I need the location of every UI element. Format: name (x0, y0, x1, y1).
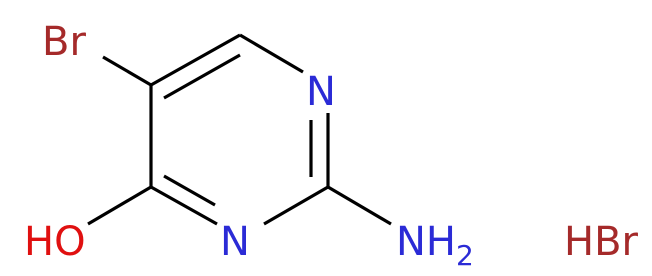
bond-n3-c4-double (163, 174, 216, 207)
hydrobromide-label: HBr (564, 219, 639, 265)
amino-label: NH2 (396, 219, 474, 272)
bond-c4-o (87, 185, 152, 226)
bonds (87, 33, 392, 226)
amino-label-subscript: 2 (456, 239, 474, 272)
bond-c5-c6-double (163, 53, 241, 100)
bond-c6-n1 (239, 33, 304, 74)
amino-label-main: NH (396, 219, 456, 265)
bond-c2-nh2 (327, 185, 392, 226)
nitrogen-label-top: N (306, 69, 336, 115)
bond-c5-c6 (150, 33, 241, 87)
bond-c2-n3 (263, 185, 329, 226)
bromine-label: Br (42, 19, 86, 65)
nitrogen-label-bottom: N (220, 219, 250, 265)
hydroxyl-label: HO (24, 219, 86, 265)
bond-n3-c4 (150, 185, 218, 226)
bond-c5-br (102, 55, 152, 87)
